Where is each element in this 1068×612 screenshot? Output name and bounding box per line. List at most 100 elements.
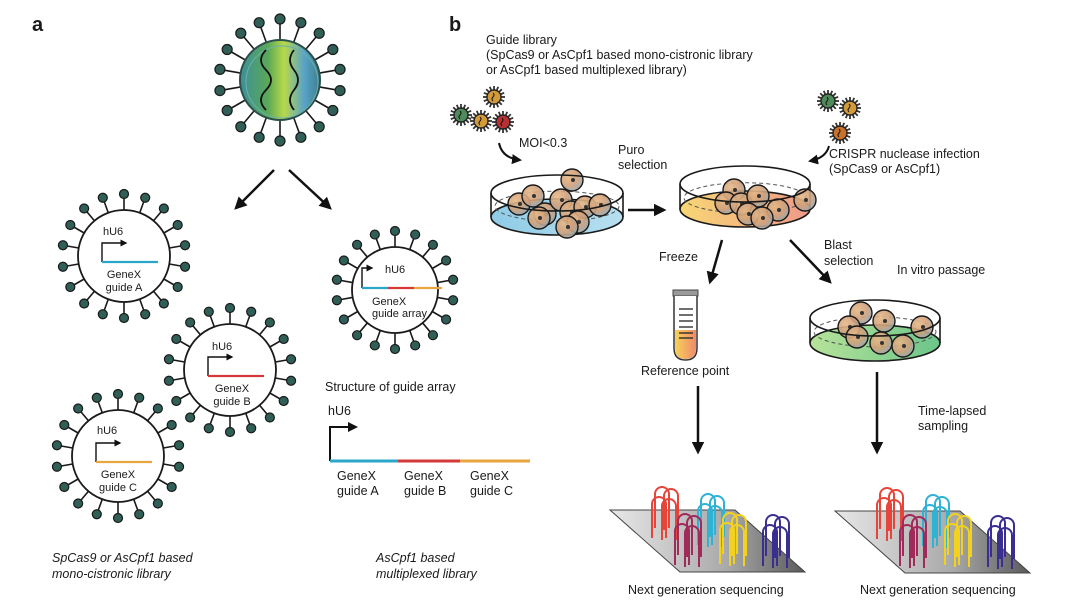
spike-knob: [369, 340, 380, 351]
crispr-line1: CRISPR nuclease infection: [829, 147, 980, 161]
arrow-blast-selection: [789, 239, 832, 284]
spike-knob: [79, 298, 90, 309]
structure-seg-b-guide: guide B: [404, 484, 447, 498]
small-virus-core: [453, 107, 469, 123]
spike-knob: [351, 330, 363, 341]
spike-knob: [185, 317, 196, 328]
spike-knob: [334, 84, 346, 97]
spike-knob: [203, 306, 214, 317]
panel-label-a: a: [32, 14, 44, 36]
spike-knob: [51, 440, 63, 451]
promoter-arrow: [207, 353, 234, 376]
puro-dish-icon: [490, 168, 624, 239]
ngs-right-label: Next generation sequencing: [860, 583, 1016, 597]
vector-a-promoter: hU6: [103, 226, 124, 238]
read-cluster: [922, 494, 950, 548]
vector-c-promoter: hU6: [97, 425, 118, 437]
panel-label-b: b: [449, 14, 462, 36]
moi-arrow: [498, 142, 522, 165]
arrow-to-mono-library: [234, 169, 275, 210]
vector-b-promoter: hU6: [212, 341, 233, 353]
rna-strand: [289, 49, 299, 111]
spike-knob: [203, 423, 214, 434]
spike-knob: [313, 27, 325, 39]
spike-knob: [140, 309, 151, 320]
spike-knob: [166, 419, 177, 431]
spike-knob: [389, 225, 401, 237]
array-vector-gene: GeneX: [372, 296, 407, 308]
spike-knob: [173, 440, 185, 451]
spike-knob: [246, 306, 257, 317]
spike-knob: [440, 314, 452, 325]
small-virus-core: [842, 100, 858, 116]
spike-knob: [410, 229, 421, 240]
promoter-arrow: [361, 264, 374, 288]
spike-knob: [91, 392, 102, 403]
in-vitro-passage-label: In vitro passage: [897, 263, 986, 277]
spike-knob: [173, 461, 185, 472]
vector-guide-c-icon: [51, 388, 185, 524]
vector-guide-array-icon: [331, 225, 459, 355]
spike-knob: [327, 104, 339, 117]
structure-seg-b-gene: GeneX: [404, 469, 443, 483]
spike-knob: [351, 239, 363, 250]
spike-knob: [427, 330, 439, 341]
spike-knob: [59, 419, 70, 431]
spike-knob: [389, 343, 401, 355]
read-cluster: [697, 493, 725, 547]
spike-knob: [158, 203, 169, 214]
vector-b-guide: guide B: [213, 396, 251, 408]
spike-knob: [171, 333, 182, 345]
spike-knob: [334, 63, 346, 76]
array-vector-promoter: hU6: [385, 264, 406, 276]
structure-seg-c-gene: GeneX: [470, 469, 509, 483]
spike-knob: [118, 188, 130, 200]
spike-knob: [166, 481, 177, 493]
dish-rim: [490, 174, 624, 212]
spike-knob: [221, 104, 233, 117]
small-virus-core: [473, 113, 489, 129]
time-lapsed-line2: sampling: [918, 419, 969, 433]
spike-knob: [253, 131, 265, 143]
read-cluster: [876, 487, 904, 541]
spike-knob: [278, 333, 289, 345]
spike-knob: [79, 203, 90, 214]
spike-knob: [152, 498, 163, 509]
spike-knob: [369, 229, 380, 240]
puro-line2: selection: [618, 158, 668, 172]
crispr-line2: (SpCas9 or AsCpf1): [829, 162, 941, 176]
spike-knob: [134, 392, 145, 403]
vector-body: [71, 409, 165, 503]
spike-knob: [118, 312, 130, 324]
spike-knob: [448, 295, 459, 306]
spike-knob: [163, 375, 175, 386]
blast-line2: selection: [824, 254, 874, 268]
spike-knob: [440, 255, 452, 266]
spike-knob: [295, 17, 307, 29]
spike-knob: [97, 192, 108, 203]
vector-c-guide: guide C: [99, 482, 137, 494]
spike-knob: [158, 298, 169, 309]
vector-body: [183, 323, 277, 417]
spike-knob: [73, 498, 84, 509]
puro-line1: Puro: [618, 143, 645, 157]
small-virus-core: [495, 114, 511, 130]
caption-mono-line2: mono-cistronic library: [52, 567, 171, 581]
caption-multi-line1: AsCpf1 based: [376, 551, 455, 565]
vector-body: [77, 209, 171, 303]
spike-knob: [152, 403, 163, 414]
read-cluster: [899, 514, 927, 568]
dish-rim: [679, 165, 811, 203]
freeze-label: Freeze: [659, 250, 698, 264]
spike-knob: [235, 121, 247, 133]
vector-guide-a-icon: [57, 188, 191, 324]
spike-knob: [235, 27, 247, 39]
vector-c-gene: GeneX: [100, 469, 136, 481]
dish-rim: [809, 299, 941, 337]
arrow-freeze: [706, 239, 724, 285]
promoter-arrow: [95, 439, 122, 462]
read-cluster: [674, 513, 702, 567]
spike-knob: [179, 261, 191, 272]
structure-seg-a-guide: guide A: [337, 484, 379, 498]
